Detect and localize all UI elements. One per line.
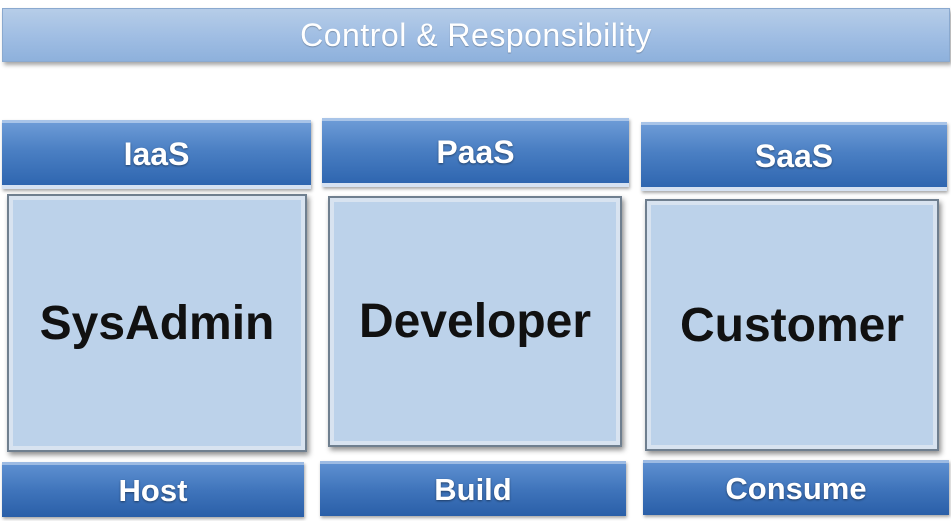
model-header-iaas: IaaS bbox=[2, 120, 311, 189]
role-box-customer: Customer bbox=[645, 199, 939, 451]
action-footer-build: Build bbox=[320, 461, 626, 516]
model-header-saas: SaaS bbox=[641, 122, 947, 191]
action-footer-host: Host bbox=[2, 462, 304, 517]
role-box-developer: Developer bbox=[328, 196, 622, 447]
action-footer-consume: Consume bbox=[643, 460, 949, 515]
model-header-paas: PaaS bbox=[322, 118, 629, 187]
role-box-sysadmin: SysAdmin bbox=[7, 194, 307, 452]
diagram-title: Control & Responsibility bbox=[2, 8, 950, 62]
